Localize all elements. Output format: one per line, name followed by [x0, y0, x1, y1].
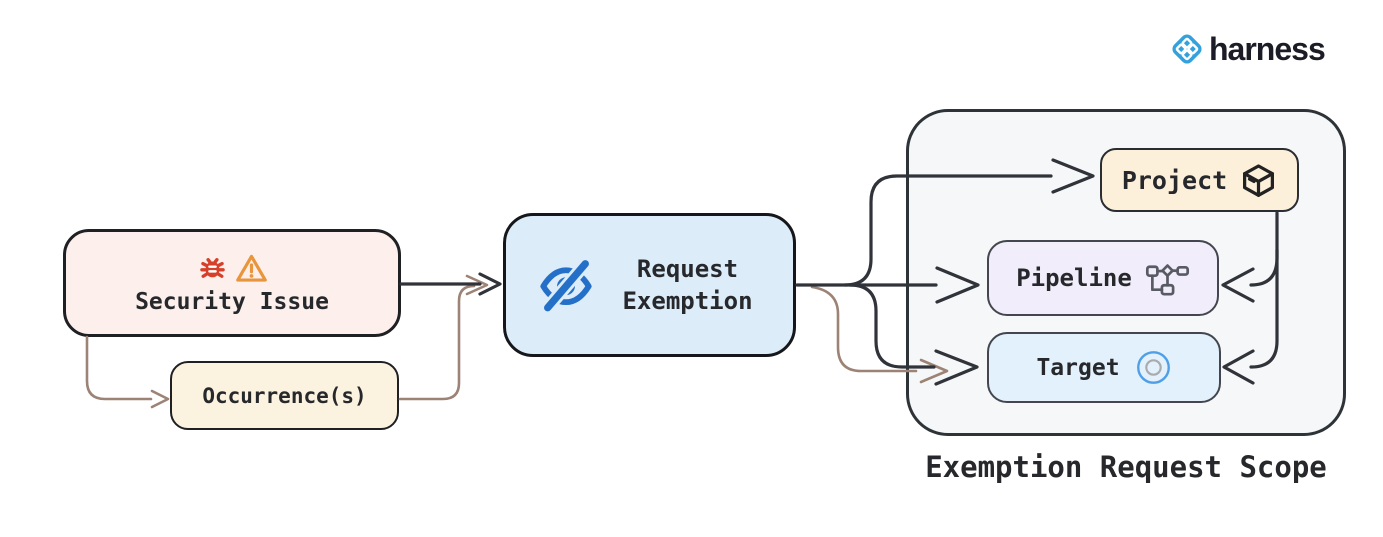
brand-wordmark: harness	[1209, 30, 1326, 67]
security-issue-label: Security Issue	[135, 288, 329, 315]
harness-logo-icon	[1168, 30, 1206, 68]
eye-off-icon	[537, 256, 595, 314]
occurrences-label: Occurrence(s)	[202, 383, 367, 408]
arrowhead-security-to-exemption	[478, 272, 502, 296]
arrowhead-occurrences-to-exemption	[465, 274, 489, 296]
arrow-exemption-to-target-secondary	[810, 285, 918, 373]
node-occurrences: Occurrence(s)	[170, 361, 399, 430]
pipeline-icon	[1145, 260, 1190, 297]
arrow-security-to-occurrences	[85, 335, 153, 401]
arrowhead-security-to-occurrences	[150, 389, 170, 409]
security-issue-icons	[197, 252, 268, 286]
node-target: Target	[987, 332, 1221, 403]
node-security-issue: Security Issue	[63, 229, 401, 337]
brand-logo: harness	[1168, 30, 1326, 68]
package-icon	[1240, 162, 1277, 199]
target-icon	[1135, 349, 1172, 386]
target-label: Target	[1036, 354, 1120, 381]
project-label: Project	[1121, 165, 1228, 195]
request-exemption-label: Request Exemption	[622, 254, 753, 315]
node-pipeline: Pipeline	[987, 240, 1219, 316]
scope-caption: Exemption Request Scope	[925, 450, 1327, 484]
warning-icon	[235, 253, 268, 284]
node-request-exemption: Request Exemption	[503, 213, 796, 357]
arrow-occurrences-to-exemption	[398, 284, 476, 401]
node-project: Project	[1100, 148, 1299, 212]
bug-icon	[197, 253, 228, 284]
pipeline-label: Pipeline	[1016, 264, 1132, 292]
